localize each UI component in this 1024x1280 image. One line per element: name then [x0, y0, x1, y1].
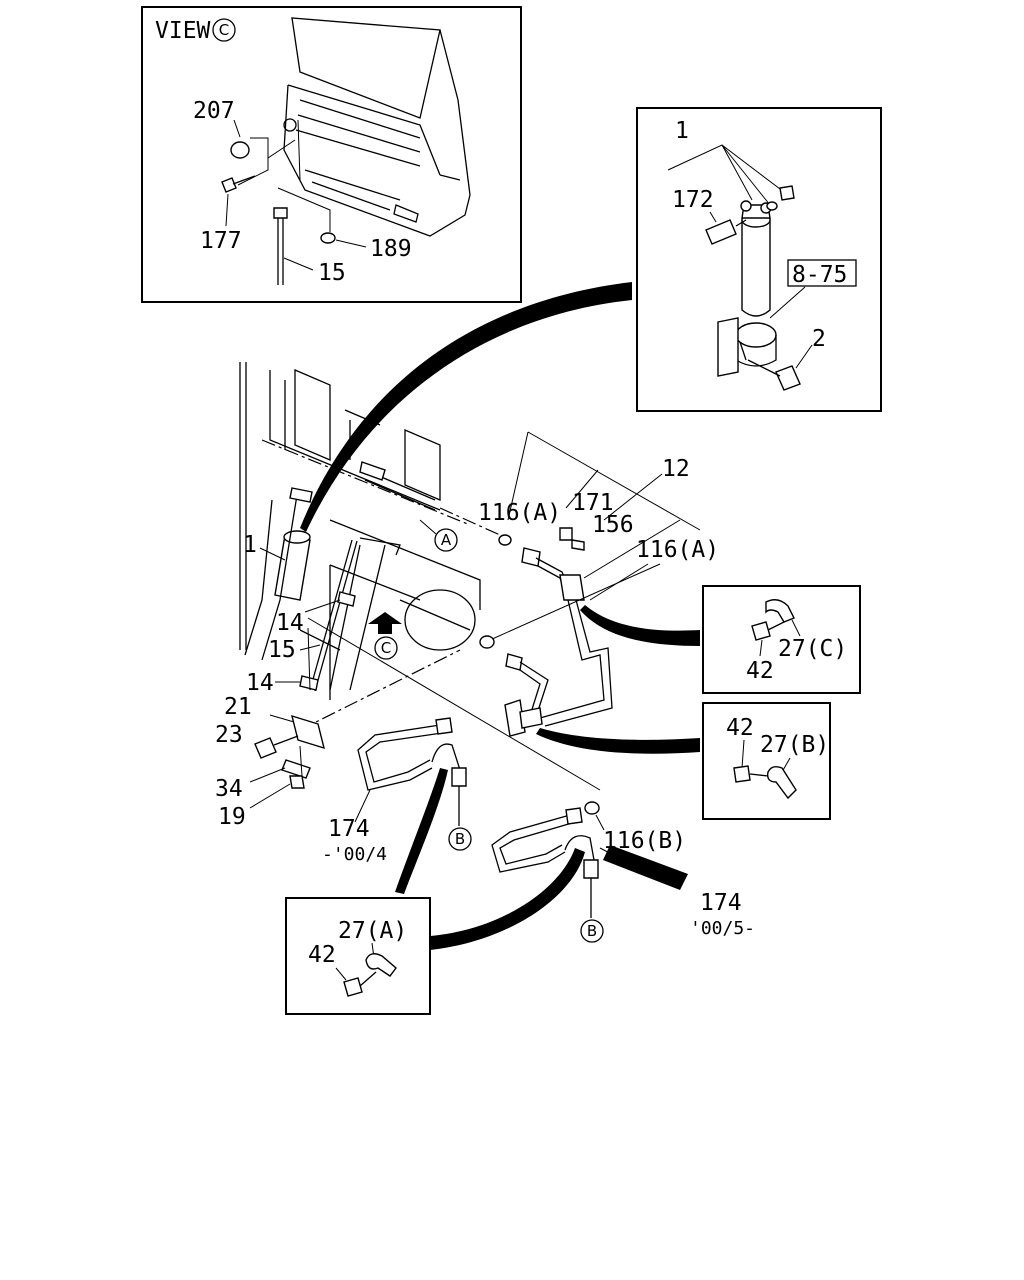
label-174-left: 174	[328, 816, 370, 842]
bolt-23	[254, 737, 277, 759]
receiver-inset: 1 172 8-75 2	[636, 107, 882, 412]
label-2: 2	[812, 326, 826, 352]
label-1-inset: 1	[675, 118, 689, 144]
label-14-lower: 14	[246, 670, 274, 696]
bracket-14-lower	[299, 675, 319, 691]
date-left: -'00/4	[322, 844, 387, 865]
label-116a-top: 116(A)	[478, 500, 561, 526]
clamp-27a	[365, 953, 397, 977]
view-c-symbol-circle	[212, 18, 236, 42]
view-c-inset: VIEW C 207 177	[141, 6, 522, 303]
bracket-14-upper	[337, 591, 356, 607]
main-assembly: 1 14 15 14 C A 12 116(A) 171 156	[215, 362, 755, 943]
marker-b-right: B	[587, 922, 597, 940]
label-15-main: 15	[268, 637, 296, 663]
cab-front-drawing	[283, 17, 471, 237]
label-27c: 27(C)	[778, 636, 847, 662]
drier-bracket	[717, 317, 777, 377]
marker-a: A	[441, 531, 452, 549]
view-c-frame	[141, 6, 522, 303]
hose-174-early	[357, 717, 467, 826]
label-19: 19	[218, 804, 246, 830]
label-42a: 42	[308, 942, 336, 968]
cap-207	[230, 141, 250, 159]
oring-116a	[498, 534, 512, 546]
view-c-symbol: C	[219, 21, 229, 39]
clamp-27b	[766, 765, 797, 800]
receiver-drier	[740, 200, 772, 317]
label-34: 34	[215, 776, 243, 802]
clamp-27c	[765, 599, 795, 623]
plug-156	[571, 539, 585, 551]
label-23: 23	[215, 722, 243, 748]
clip-177	[221, 177, 237, 193]
label-172: 172	[672, 187, 714, 213]
detail-c-frame	[702, 585, 861, 694]
view-title: VIEW	[155, 18, 211, 44]
marker-c: C	[381, 639, 391, 657]
marker-a-circle	[434, 528, 458, 552]
marker-c-circle	[374, 636, 398, 660]
view-arrow-icon	[368, 612, 402, 634]
label-156: 156	[592, 512, 634, 538]
bolt-42b	[733, 765, 751, 783]
hose-174-late	[491, 801, 600, 918]
bracket-21	[291, 714, 325, 750]
detail-b-frame	[702, 702, 831, 820]
receiver-drier-main	[244, 487, 313, 661]
label-174-right: 174	[700, 890, 742, 916]
washer-189	[320, 232, 336, 244]
marker-b-left-circle	[448, 827, 472, 851]
detail-a-inset: 27(A) 42	[285, 897, 431, 1015]
marker-b-right-circle	[580, 919, 604, 943]
date-right: '00/5-	[690, 918, 755, 939]
label-42b: 42	[726, 715, 754, 741]
receiver-frame	[636, 107, 882, 412]
clamp-34	[281, 759, 311, 779]
label-27a: 27(A)	[338, 918, 407, 944]
label-15-inset: 15	[318, 260, 346, 286]
label-14-upper: 14	[276, 610, 304, 636]
label-1-main: 1	[243, 532, 257, 558]
marker-b-left: B	[455, 830, 465, 848]
detail-c-inset: 27(C) 42	[702, 585, 861, 694]
label-116a-right: 116(A)	[636, 537, 719, 563]
label-12: 12	[662, 456, 690, 482]
label-177: 177	[200, 228, 242, 254]
leader-curves	[300, 282, 700, 950]
detail-b-inset: 42 27(B)	[702, 702, 831, 820]
detail-a-frame	[285, 897, 431, 1015]
nut-19	[289, 775, 305, 789]
label-42c: 42	[746, 658, 774, 684]
ref-box-8-75	[787, 259, 857, 287]
label-21: 21	[224, 694, 252, 720]
bolt-42c	[751, 621, 771, 641]
bolt-42a	[343, 977, 363, 997]
label-189: 189	[370, 236, 412, 262]
switch-171	[559, 527, 573, 541]
switch-172	[705, 219, 737, 245]
label-171: 171	[572, 490, 614, 516]
label-27b: 27(B)	[760, 732, 829, 758]
bolt-2	[775, 365, 801, 391]
label-8-75: 8-75	[792, 262, 847, 288]
label-207: 207	[193, 98, 235, 124]
nut-fitting	[521, 547, 541, 567]
nut	[779, 185, 795, 201]
